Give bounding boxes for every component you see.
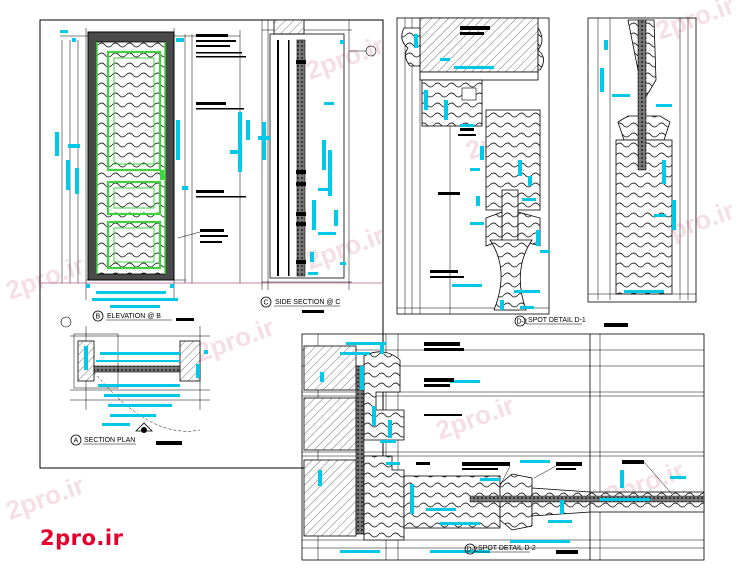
side-section-label: SIDE SECTION @ C bbox=[275, 299, 340, 306]
watermark-text: 2pro.ir bbox=[2, 470, 88, 526]
spot-detail-d2-title: D-2 SPOT DETAIL D-2 bbox=[464, 543, 578, 555]
left-sheet-frame bbox=[39, 19, 384, 469]
leader-line bbox=[177, 231, 201, 239]
casing-strip bbox=[419, 71, 539, 81]
scale-bar bbox=[156, 441, 182, 445]
d2-frame bbox=[301, 333, 705, 561]
annotation-notes-d1 bbox=[430, 26, 490, 278]
panel-core bbox=[637, 19, 647, 171]
section-plan-title: A SECTION PLAN bbox=[70, 434, 182, 446]
site-logo: 2pro.ir bbox=[40, 526, 124, 550]
head-jamb-section bbox=[273, 19, 305, 35]
spot-detail-d1-label: SPOT DETAIL D-1 bbox=[528, 317, 586, 324]
section-plan-dimensions bbox=[84, 346, 208, 426]
spot-detail-d1 bbox=[396, 17, 697, 315]
watermark-text: 2pro.ir bbox=[652, 0, 738, 46]
elevation-dimensions bbox=[55, 30, 250, 308]
side-section-title: C SIDE SECTION @ C bbox=[260, 296, 340, 313]
d2-dimensions bbox=[318, 342, 686, 553]
wall-section-lower bbox=[303, 459, 357, 537]
elevation-marker: B bbox=[96, 314, 101, 321]
scale-bar bbox=[556, 550, 578, 554]
side-section-marker-bubble bbox=[260, 296, 272, 308]
scale-bar bbox=[176, 318, 194, 321]
watermark-text: 2pro.ir bbox=[302, 30, 388, 86]
spot-detail-d1-marker-bubble bbox=[514, 315, 526, 327]
leader-lines-d2 bbox=[499, 461, 673, 495]
elevation-marker-bubble bbox=[92, 310, 104, 322]
moulding-profile bbox=[537, 26, 544, 71]
frame-core bbox=[355, 365, 365, 535]
detail-callout-bubble bbox=[60, 316, 72, 328]
spot-detail-d1-title: D-1 SPOT DETAIL D-1 bbox=[514, 315, 628, 327]
door-panel-upper bbox=[106, 50, 162, 172]
wall-section-middle bbox=[303, 397, 357, 451]
scale-bar bbox=[604, 323, 628, 327]
door-handle bbox=[160, 170, 164, 180]
watermark-text: 2pro.ir bbox=[2, 250, 88, 306]
panel-inner-line bbox=[113, 57, 155, 165]
section-plan-label: SECTION PLAN bbox=[84, 437, 135, 444]
d1-frame-right bbox=[587, 17, 697, 303]
door-elevation bbox=[60, 28, 241, 300]
door-section-outline bbox=[269, 33, 345, 279]
door-leaf-section bbox=[296, 39, 306, 277]
door-panel-lower bbox=[106, 220, 162, 270]
annotation-notes-d2 bbox=[416, 342, 644, 470]
panel-inner-line bbox=[113, 187, 155, 209]
stop-line bbox=[288, 40, 290, 276]
panel-core-line bbox=[469, 495, 705, 503]
door-side-section bbox=[261, 19, 377, 290]
watermark-text: 2pro.ir bbox=[432, 390, 518, 446]
section-plan-marker-bubble bbox=[70, 434, 82, 446]
jamb-block bbox=[421, 79, 483, 127]
jamb-line bbox=[277, 40, 279, 276]
door-panel-middle bbox=[106, 180, 162, 216]
elevation-label: ELEVATION @ B bbox=[107, 313, 161, 320]
bottom-rail-profile bbox=[489, 239, 533, 311]
door-swing-arc bbox=[93, 371, 201, 432]
side-section-dimensions bbox=[258, 40, 346, 275]
watermark-text: 2pro.ir bbox=[192, 312, 278, 368]
door-leaf-plan bbox=[93, 365, 181, 373]
annotation-notes-elevation bbox=[196, 34, 246, 243]
panel-inner-line bbox=[113, 227, 155, 263]
elevation-title: B ELEVATION @ B bbox=[92, 310, 194, 322]
side-section-marker: C bbox=[264, 300, 269, 307]
north-arrow-dot bbox=[141, 427, 147, 433]
section-plan bbox=[60, 316, 210, 433]
rebate bbox=[461, 87, 477, 101]
section-plan-marker: A bbox=[74, 438, 79, 445]
scale-bar bbox=[302, 310, 324, 313]
spot-detail-d2-marker-bubble bbox=[464, 543, 476, 555]
spot-detail-d1-marker: D-1 bbox=[517, 319, 528, 326]
spot-detail-d2-label: SPOT DETAIL D-2 bbox=[478, 545, 536, 552]
d1-dimensions bbox=[414, 34, 676, 310]
spot-detail-d2-marker: D-2 bbox=[467, 547, 478, 554]
jamb-profile-lower bbox=[363, 455, 405, 541]
